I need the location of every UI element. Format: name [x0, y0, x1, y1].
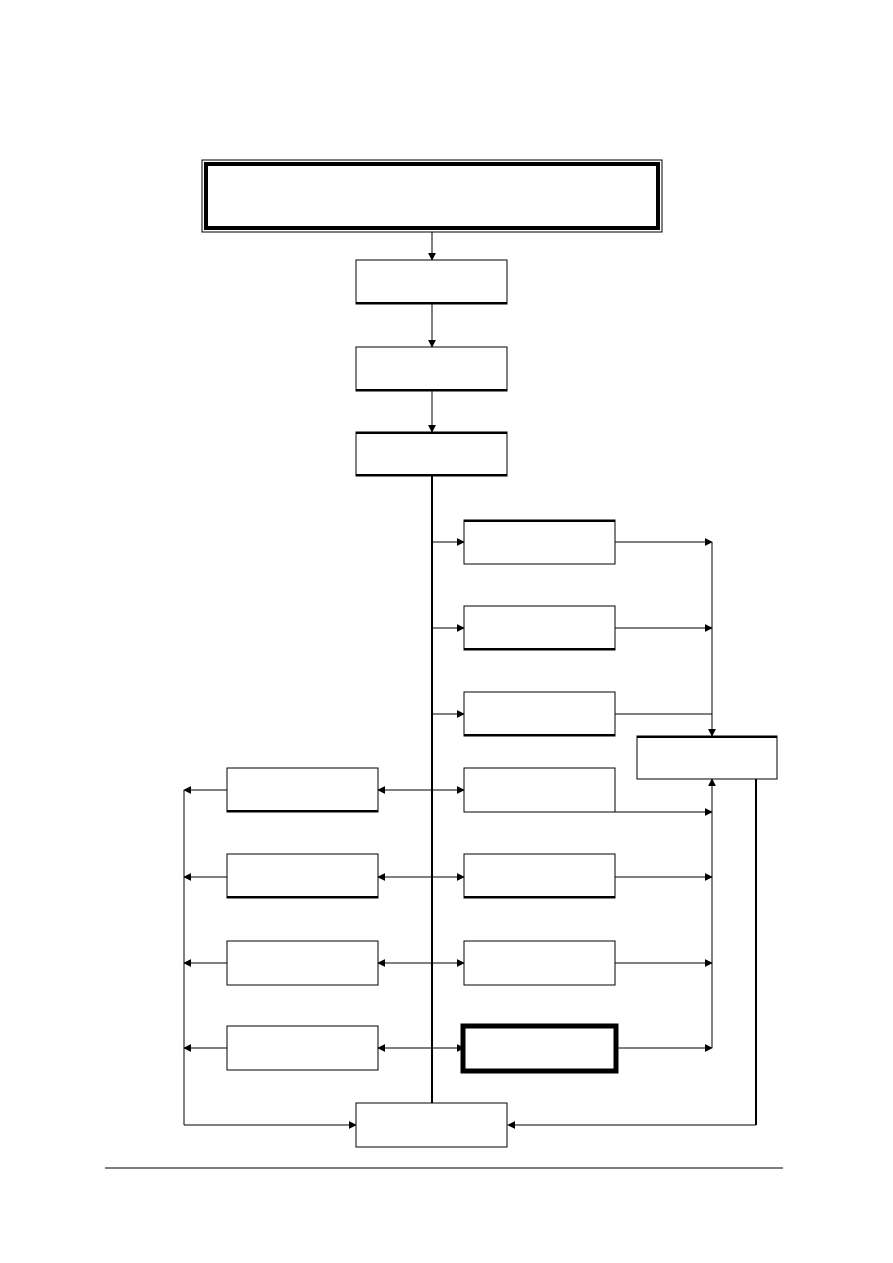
- step-box-1: [355, 259, 508, 305]
- title-box: [201, 159, 663, 233]
- step-box-3: [355, 431, 508, 477]
- right-box-2: [463, 605, 616, 651]
- step-box-2: [355, 346, 508, 392]
- right-box-1: [463, 519, 616, 565]
- bottom-box: [355, 1102, 508, 1148]
- left-box-2: [226, 853, 379, 899]
- right-box-5: [463, 853, 616, 899]
- right-box-7-highlighted: [460, 1023, 619, 1074]
- left-box-4: [226, 1025, 379, 1071]
- right-box-6: [463, 940, 616, 986]
- left-box-1: [226, 767, 379, 813]
- left-box-3: [226, 940, 379, 986]
- collector-box: [636, 735, 778, 780]
- right-box-3: [463, 691, 616, 737]
- right-box-4: [463, 767, 616, 813]
